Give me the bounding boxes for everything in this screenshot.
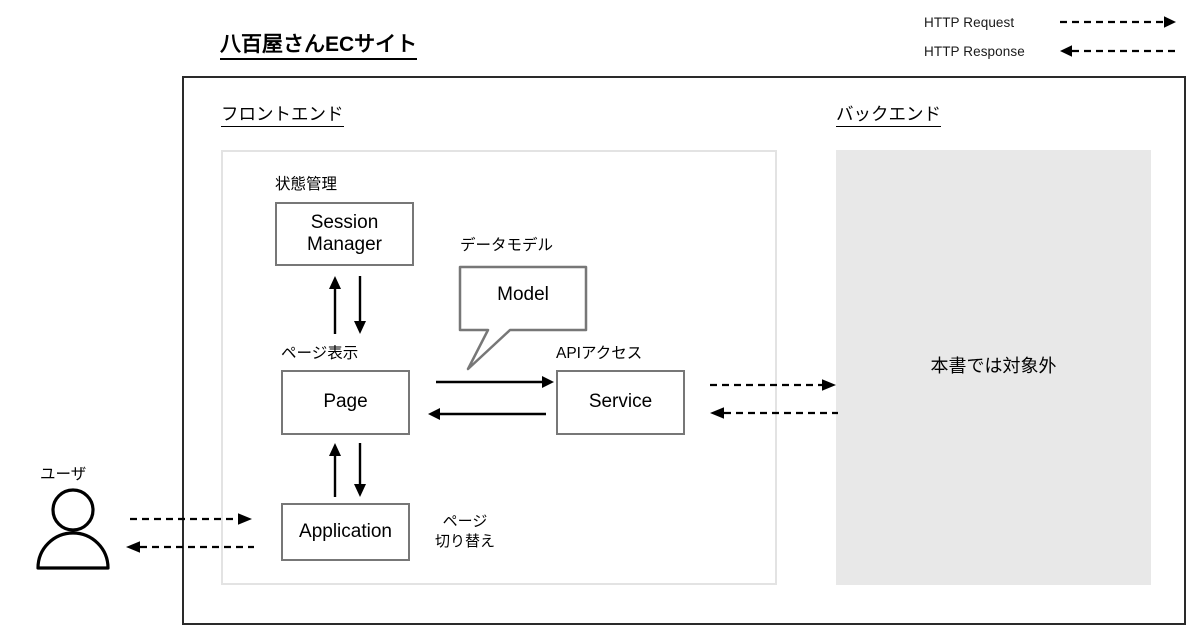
model-caption: データモデル <box>460 233 586 255</box>
arrow-user-response <box>126 541 254 553</box>
application-side-caption: ページ 切り替え <box>420 512 510 553</box>
arrow-session-manager-down <box>354 276 366 334</box>
model-caption-text: データモデル <box>460 237 554 254</box>
node-model-shape[interactable] <box>458 265 590 373</box>
legend-item-http-response: HTTP Response <box>924 43 1025 61</box>
legend-item-http-request: HTTP Request <box>924 14 1014 32</box>
arrow-application-down <box>354 443 366 497</box>
actor-label-text: ユーザ <box>40 466 87 483</box>
page-caption-text: ページ表示 <box>281 345 359 362</box>
backend-section-title-text: バックエンド <box>836 104 941 127</box>
legend-label-http-response: HTTP Response <box>924 44 1025 59</box>
backend-note: 本書では対象外 <box>836 352 1151 378</box>
node-page-label: Page <box>323 391 368 413</box>
legend-label-http-request: HTTP Request <box>924 15 1015 30</box>
frontend-boundary <box>221 150 777 585</box>
node-page[interactable]: Page <box>281 370 410 435</box>
node-application[interactable]: Application <box>281 503 410 561</box>
backend-panel <box>836 150 1151 585</box>
legend-arrow-response-icon <box>1060 45 1178 57</box>
page-caption: ページ表示 <box>281 341 410 363</box>
legend-arrow-request-icon <box>1060 16 1176 28</box>
arrow-user-request <box>130 513 252 525</box>
session-manager-caption: 状態管理 <box>275 172 414 194</box>
node-model-label: Model <box>497 284 549 305</box>
arrow-service-response <box>710 407 838 419</box>
service-caption: APIアクセス <box>556 341 685 363</box>
node-session-manager[interactable]: Session Manager <box>275 202 414 266</box>
arrow-application-up <box>329 443 341 497</box>
node-service-label: Service <box>588 391 653 413</box>
node-model: Model <box>458 284 588 306</box>
node-service[interactable]: Service <box>556 370 685 435</box>
backend-note-text: 本書では対象外 <box>930 356 1057 376</box>
session-manager-caption-text: 状態管理 <box>275 176 338 193</box>
backend-section-title: バックエンド <box>836 104 941 127</box>
arrow-service-to-page <box>428 408 546 420</box>
application-side-caption-text: ページ 切り替え <box>434 513 495 551</box>
service-caption-text: APIアクセス <box>556 345 643 362</box>
arrow-service-request <box>710 379 836 391</box>
actor-label: ユーザ <box>40 462 86 484</box>
diagram-title-text: 八百屋さんECサイト <box>220 33 418 60</box>
node-application-label: Application <box>299 520 392 542</box>
user-icon <box>36 488 110 570</box>
arrow-session-manager-up <box>329 276 341 334</box>
node-session-manager-label: Session Manager <box>307 211 382 255</box>
system-boundary <box>182 76 1186 625</box>
diagram-title: 八百屋さんECサイト <box>220 33 418 60</box>
frontend-section-title: フロントエンド <box>221 104 344 127</box>
frontend-section-title-text: フロントエンド <box>221 104 344 127</box>
arrow-page-to-service <box>436 376 554 388</box>
